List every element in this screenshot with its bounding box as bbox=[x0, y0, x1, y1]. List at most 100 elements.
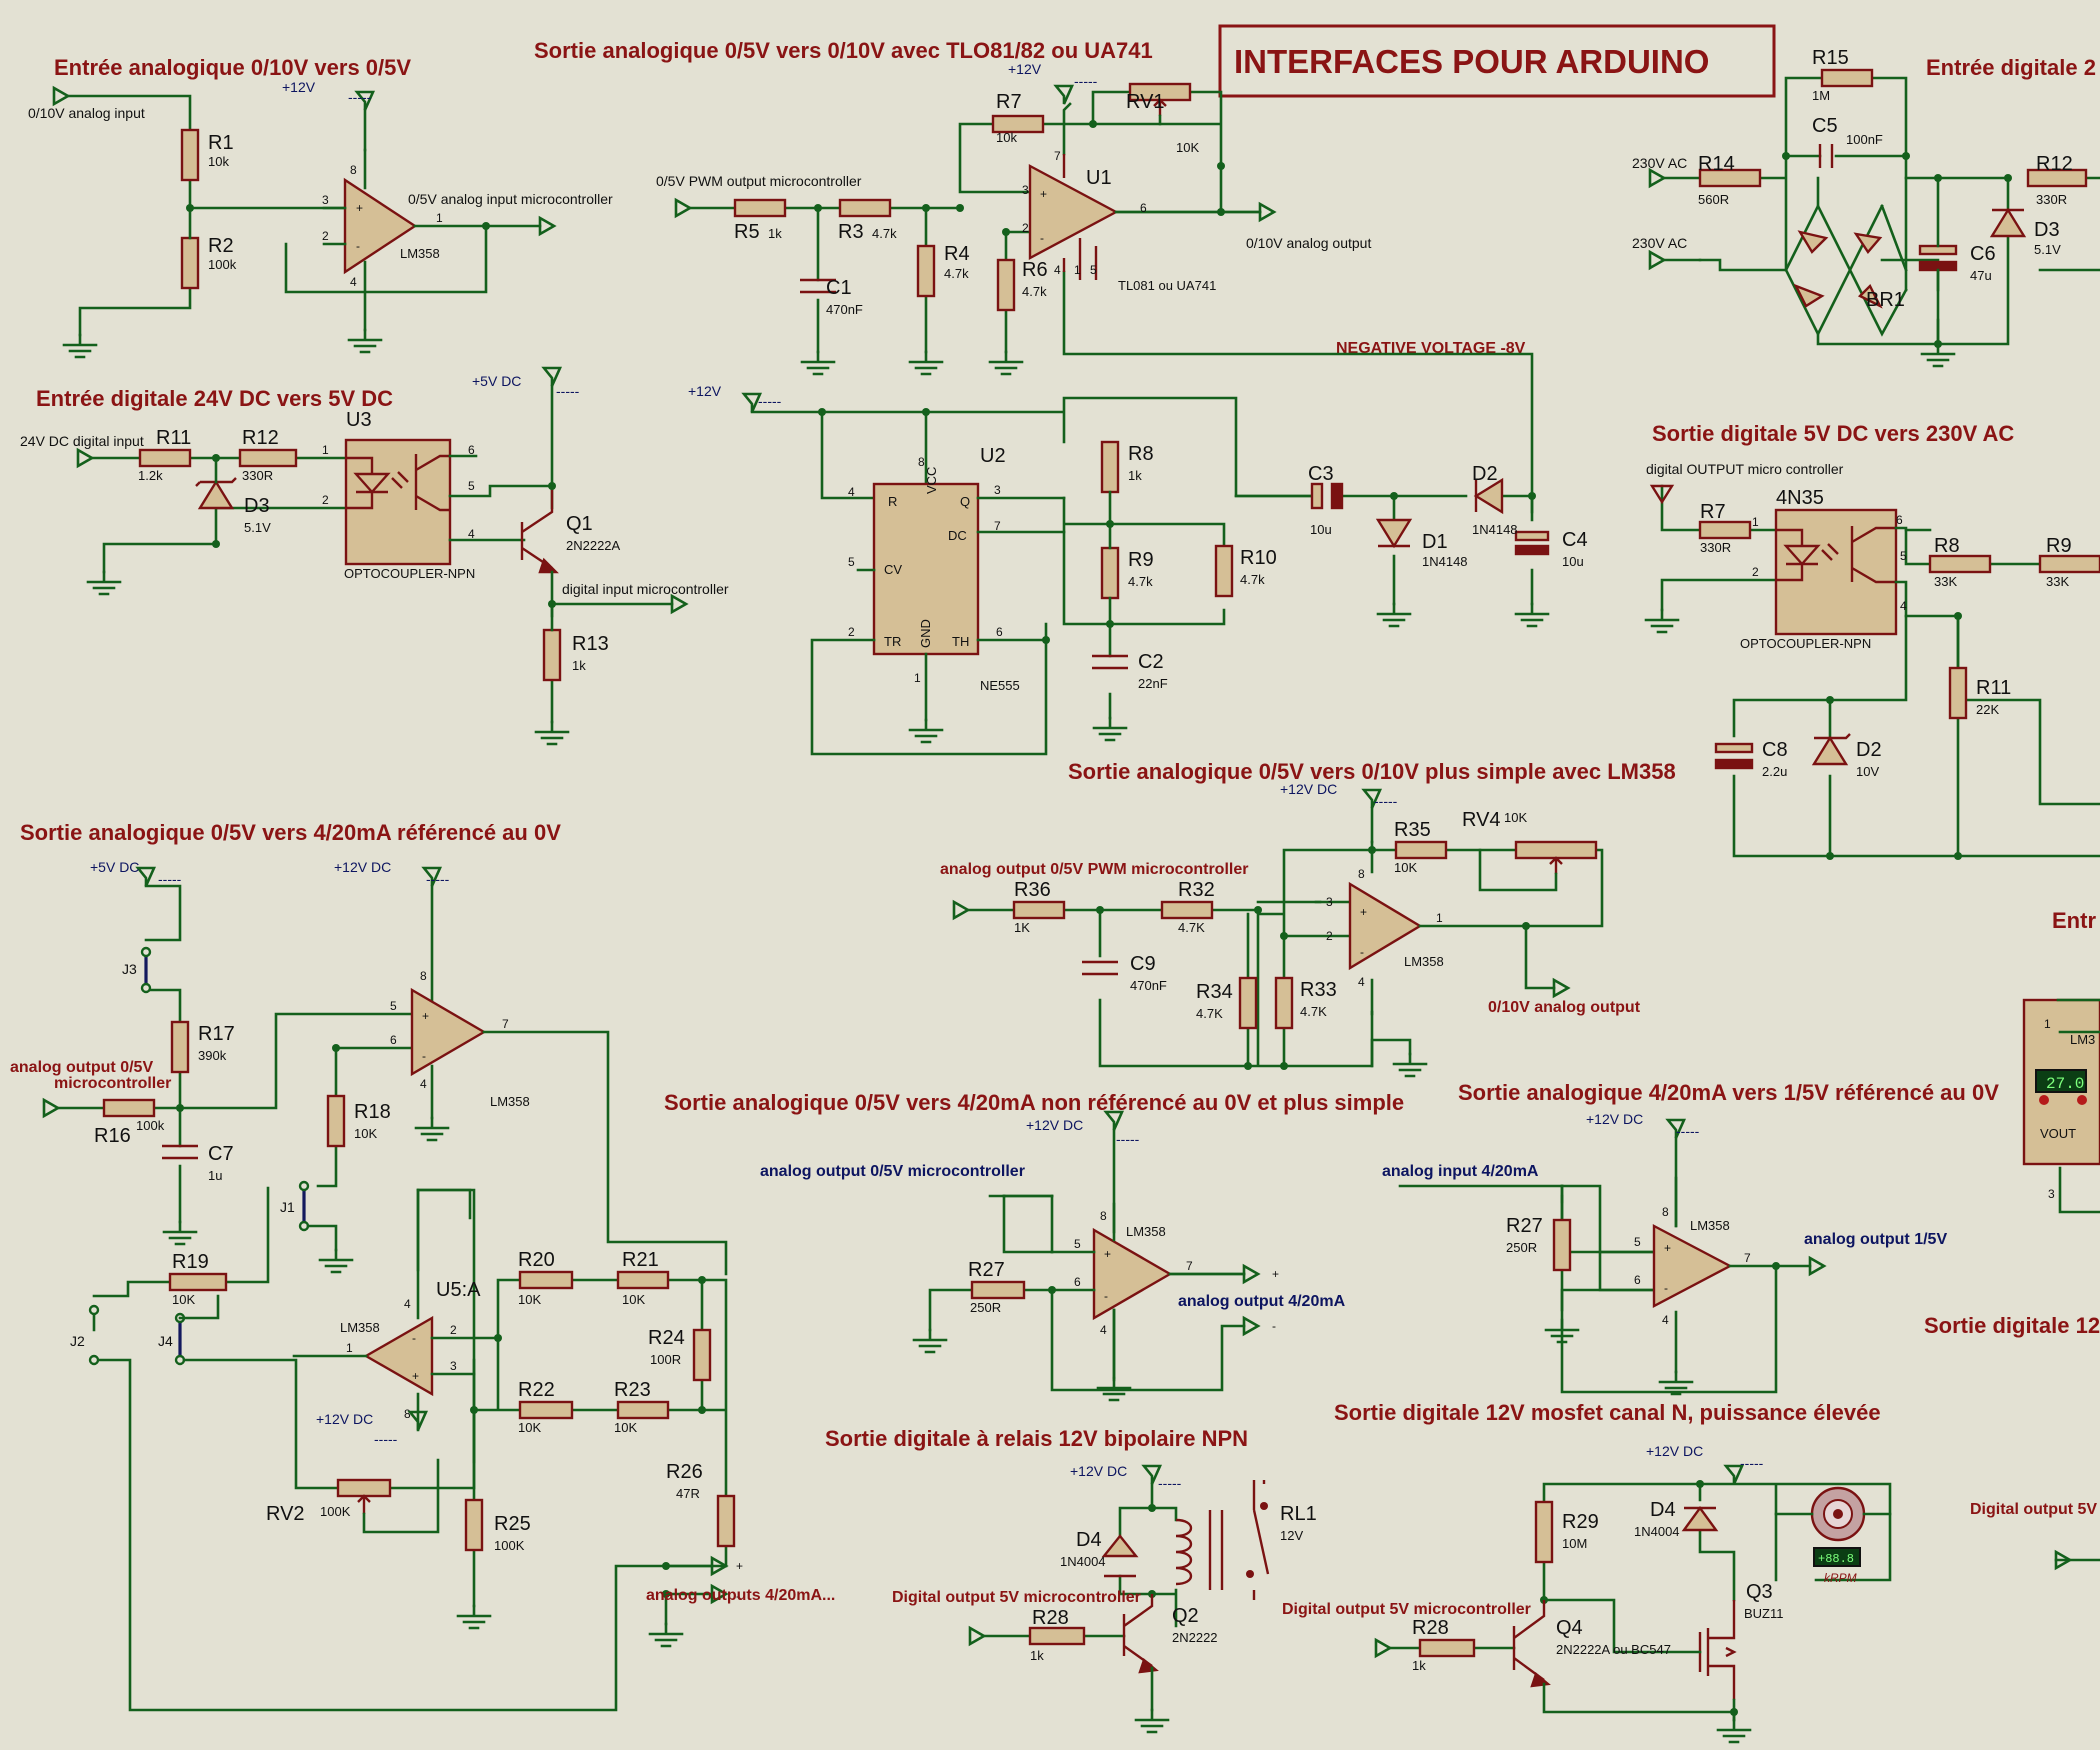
svg-text:analog output 1/5V: analog output 1/5V bbox=[1804, 1231, 1947, 1248]
svg-text:D2: D2 bbox=[1472, 463, 1498, 485]
svg-text:R27: R27 bbox=[1506, 1215, 1543, 1237]
svg-text:microcontroller: microcontroller bbox=[54, 1075, 171, 1092]
svg-text:4.7k: 4.7k bbox=[1022, 284, 1047, 299]
svg-text:R4: R4 bbox=[944, 243, 970, 265]
svg-text:1: 1 bbox=[1752, 515, 1759, 529]
svg-text:47R: 47R bbox=[676, 1486, 700, 1501]
svg-text:4.7K: 4.7K bbox=[1178, 920, 1205, 935]
svg-text:R5: R5 bbox=[734, 221, 760, 243]
svg-text:+12V: +12V bbox=[1008, 61, 1042, 77]
svg-text:2: 2 bbox=[322, 493, 329, 507]
svg-text:J3: J3 bbox=[122, 961, 137, 977]
svg-text:1M: 1M bbox=[1812, 88, 1830, 103]
title-digital-in-24v: Entrée digitale 24V DC vers 5V DC bbox=[36, 386, 393, 411]
svg-text:R18: R18 bbox=[354, 1101, 391, 1123]
svg-text:LM358: LM358 bbox=[490, 1094, 530, 1109]
svg-text:C4: C4 bbox=[1562, 529, 1588, 551]
svg-text:470nF: 470nF bbox=[826, 302, 863, 317]
svg-text:6: 6 bbox=[1074, 1275, 1081, 1289]
svg-text:-----: ----- bbox=[556, 383, 580, 399]
svg-text:-: - bbox=[1104, 1289, 1108, 1303]
svg-text:R8: R8 bbox=[1128, 443, 1154, 465]
svg-text:U2: U2 bbox=[980, 445, 1006, 467]
svg-text:12V: 12V bbox=[1280, 1528, 1303, 1543]
svg-text:LM358: LM358 bbox=[1404, 954, 1444, 969]
svg-text:R28: R28 bbox=[1032, 1607, 1069, 1629]
svg-text:10K: 10K bbox=[1394, 860, 1417, 875]
section-420-to-15: analog input 4/20mA +- +12V DC ----- 56 … bbox=[1382, 1111, 1947, 1396]
svg-text:100nF: 100nF bbox=[1846, 132, 1883, 147]
svg-text:R2: R2 bbox=[208, 235, 234, 257]
svg-text:100k: 100k bbox=[136, 1118, 165, 1133]
svg-text:R8: R8 bbox=[1934, 535, 1960, 557]
svg-text:10M: 10M bbox=[1562, 1536, 1587, 1551]
svg-text:D2: D2 bbox=[1856, 739, 1882, 761]
svg-text:8: 8 bbox=[420, 969, 427, 983]
svg-text:J2: J2 bbox=[70, 1333, 85, 1349]
svg-text:7: 7 bbox=[502, 1017, 509, 1031]
svg-text:4: 4 bbox=[350, 275, 357, 289]
section-titles: Entrée analogique 0/10V vers 0/5V Sortie… bbox=[20, 38, 2100, 1451]
svg-text:Digital output 5V microcontrol: Digital output 5V microcontroller bbox=[892, 1589, 1141, 1606]
svg-text:4: 4 bbox=[420, 1077, 427, 1091]
svg-text:LM358: LM358 bbox=[1690, 1218, 1730, 1233]
title-cut-digital-in: Entrée digitale 2 bbox=[1926, 55, 2096, 80]
svg-text:3: 3 bbox=[2048, 1187, 2055, 1201]
svg-text:R34: R34 bbox=[1196, 981, 1233, 1003]
svg-text:+: + bbox=[736, 1559, 743, 1573]
svg-text:analog output 0/5V PWM microco: analog output 0/5V PWM microcontroller bbox=[940, 861, 1248, 878]
svg-text:-----: ----- bbox=[158, 871, 182, 887]
svg-text:R16: R16 bbox=[94, 1125, 131, 1147]
svg-text:390k: 390k bbox=[198, 1048, 227, 1063]
svg-text:analog outputs 4/20mA...: analog outputs 4/20mA... bbox=[646, 1587, 835, 1604]
svg-text:10K: 10K bbox=[354, 1126, 377, 1141]
svg-text:4: 4 bbox=[1358, 975, 1365, 989]
section-lm3-partial: 13 LM3 27.0 VOUT bbox=[2022, 998, 2100, 1214]
svg-text:R9: R9 bbox=[2046, 535, 2072, 557]
svg-text:4: 4 bbox=[848, 485, 855, 499]
svg-text:4: 4 bbox=[1662, 1313, 1669, 1327]
svg-text:-----: ----- bbox=[374, 1431, 398, 1447]
svg-text:8: 8 bbox=[404, 1407, 411, 1421]
svg-text:7: 7 bbox=[1744, 1251, 1751, 1265]
svg-text:+12V DC: +12V DC bbox=[1280, 781, 1337, 797]
svg-text:R7: R7 bbox=[996, 91, 1022, 113]
svg-text:4: 4 bbox=[1054, 263, 1061, 277]
svg-text:-----: ----- bbox=[1676, 1123, 1700, 1139]
svg-text:230V AC: 230V AC bbox=[1632, 155, 1687, 171]
svg-text:1k: 1k bbox=[1128, 468, 1142, 483]
title-relay-output: Sortie digitale à relais 12V bipolaire N… bbox=[825, 1426, 1248, 1451]
svg-text:5: 5 bbox=[848, 555, 855, 569]
svg-text:C1: C1 bbox=[826, 277, 852, 299]
svg-text:R11: R11 bbox=[1976, 677, 2011, 699]
title-analog-input-0-10v: Entrée analogique 0/10V vers 0/5V bbox=[54, 55, 411, 80]
svg-text:-----: ----- bbox=[1074, 73, 1098, 89]
svg-text:5.1V: 5.1V bbox=[2034, 242, 2061, 257]
svg-text:330R: 330R bbox=[2036, 192, 2067, 207]
svg-text:1K: 1K bbox=[1014, 920, 1030, 935]
svg-text:6: 6 bbox=[1634, 1273, 1641, 1287]
svg-text:1.2k: 1.2k bbox=[138, 468, 163, 483]
title-cut-digital-out: Sortie digitale 12 bbox=[1924, 1313, 2100, 1338]
svg-text:10K: 10K bbox=[622, 1292, 645, 1307]
svg-text:LM3: LM3 bbox=[2070, 1032, 2095, 1047]
svg-text:4: 4 bbox=[1100, 1323, 1107, 1337]
svg-text:+12V: +12V bbox=[688, 383, 722, 399]
svg-text:-----: ----- bbox=[1374, 793, 1398, 809]
svg-text:7: 7 bbox=[1186, 1259, 1193, 1273]
svg-text:R9: R9 bbox=[1128, 549, 1154, 571]
svg-text:-: - bbox=[1664, 1281, 1668, 1295]
svg-text:10u: 10u bbox=[1310, 522, 1332, 537]
svg-text:4.7k: 4.7k bbox=[944, 266, 969, 281]
svg-text:CV: CV bbox=[884, 562, 902, 577]
svg-text:33K: 33K bbox=[2046, 574, 2069, 589]
svg-text:1: 1 bbox=[322, 443, 329, 457]
svg-text:4N35: 4N35 bbox=[1776, 487, 1824, 509]
svg-text:R33: R33 bbox=[1300, 979, 1337, 1001]
svg-text:1: 1 bbox=[1436, 911, 1443, 925]
svg-text:-: - bbox=[1040, 231, 1044, 245]
svg-text:2: 2 bbox=[1326, 929, 1333, 943]
svg-text:5: 5 bbox=[1074, 1237, 1081, 1251]
svg-text:+12V DC: +12V DC bbox=[1026, 1117, 1083, 1133]
svg-text:NE555: NE555 bbox=[980, 678, 1020, 693]
